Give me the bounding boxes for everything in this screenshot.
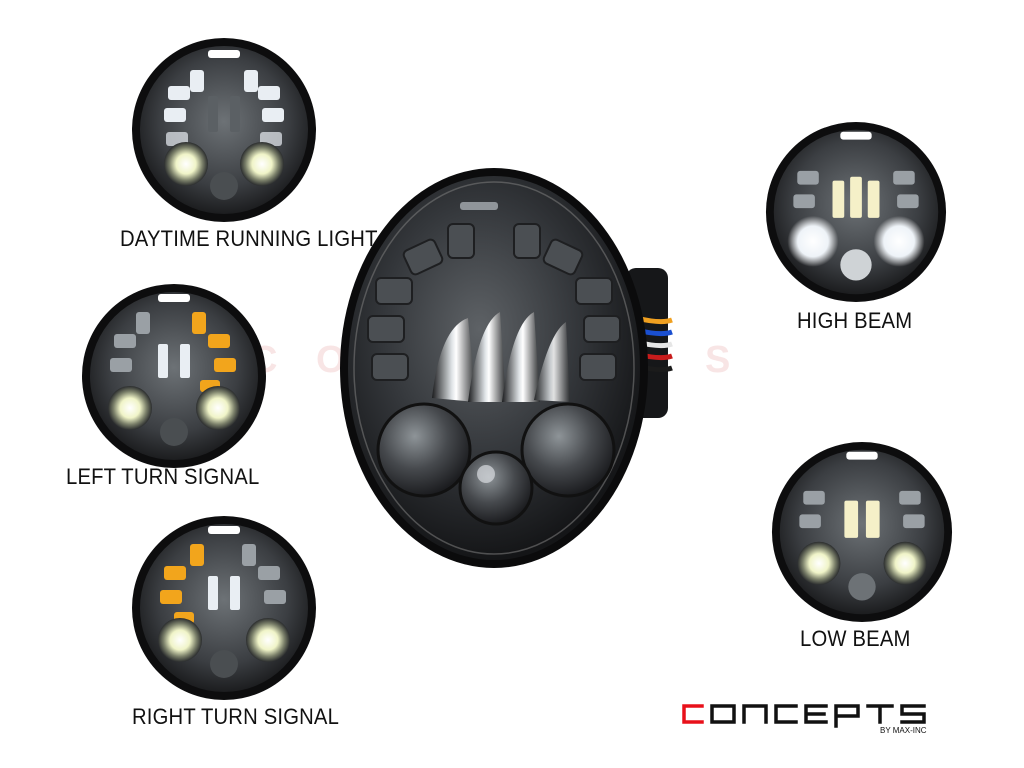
label-left-turn: LEFT TURN SIGNAL xyxy=(66,464,260,489)
headlight-low-beam-image xyxy=(771,441,953,623)
svg-text:BY MAX-INC: BY MAX-INC xyxy=(880,726,927,734)
headlight-right-turn-image xyxy=(132,516,316,700)
headlight-main-image xyxy=(340,168,673,568)
headlight-drl-image xyxy=(132,38,316,222)
headlight-high-beam-image xyxy=(765,121,947,303)
label-low-beam: LOW BEAM xyxy=(800,626,911,651)
label-right-turn: RIGHT TURN SIGNAL xyxy=(132,704,340,729)
label-drl: DAYTIME RUNNING LIGHT xyxy=(120,226,378,251)
headlight-left-turn-image xyxy=(82,284,266,468)
concepts-by-max-inc-logo: BY MAX-INC xyxy=(682,704,927,734)
label-high-beam: HIGH BEAM xyxy=(797,308,913,333)
